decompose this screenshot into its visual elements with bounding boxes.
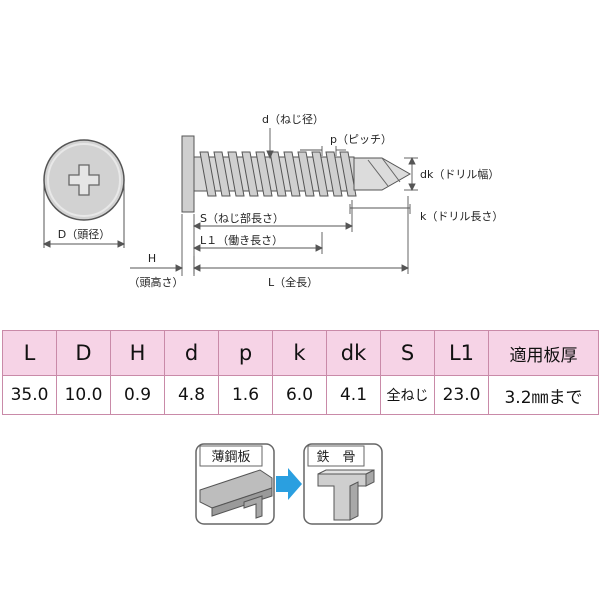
label-L: L（全長） [268, 275, 318, 289]
label-H-note: （頭高さ） [129, 275, 184, 289]
label-L1: L１（働き長さ） [200, 234, 283, 247]
value-cell: 10.0 [56, 375, 111, 415]
label-steel-frame: 鉄 骨 [316, 450, 355, 465]
label-D: D（頭径） [58, 228, 110, 241]
value-cell: 23.0 [434, 375, 489, 415]
value-cell: 全ねじ [380, 375, 435, 415]
header-cell: dk [326, 330, 381, 376]
dimension-D [42, 182, 126, 248]
spec-value-row: 35.0 10.0 0.9 4.8 1.6 6.0 4.1 全ねじ 23.0 3… [2, 375, 599, 415]
value-cell: 35.0 [2, 375, 57, 415]
value-cell: 4.1 [326, 375, 381, 415]
label-p: p（ピッチ） [330, 133, 392, 146]
screw-head-top-view [43, 139, 125, 221]
label-d: d（ねじ径） [262, 113, 324, 126]
value-cell: 3.2㎜まで [488, 375, 599, 415]
label-dk: dk（ドリル幅） [420, 168, 499, 181]
value-cell: 6.0 [272, 375, 327, 415]
screw-diagram: D（頭径） [42, 113, 503, 289]
value-cell: 0.9 [110, 375, 165, 415]
header-cell: L [2, 330, 57, 376]
steel-frame-panel: 鉄 骨 [303, 443, 383, 525]
thin-steel-plate-panel: 薄鋼板 [195, 443, 275, 525]
screw-side-view [181, 135, 412, 213]
label-S: S（ねじ部長さ） [200, 211, 284, 225]
header-cell: d [164, 330, 219, 376]
label-H: H [148, 252, 156, 265]
header-cell: S [380, 330, 435, 376]
label-thin-steel-plate: 薄鋼板 [211, 450, 250, 465]
dimension-lines [130, 128, 418, 276]
spec-table: L D H d p k dk S L1 適用板厚 35.0 10.0 0.9 4… [2, 330, 599, 415]
header-cell: D [56, 330, 111, 376]
label-k: k（ドリル長さ） [420, 210, 503, 223]
header-cell: p [218, 330, 273, 376]
phillips-cross-icon [68, 164, 100, 196]
header-cell: L1 [434, 330, 489, 376]
spec-header-row: L D H d p k dk S L1 適用板厚 [2, 330, 599, 376]
header-cell: k [272, 330, 327, 376]
application-diagram: 薄鋼板 鉄 骨 [195, 443, 383, 525]
arrow-right-icon [276, 468, 302, 500]
value-cell: 4.8 [164, 375, 219, 415]
value-cell: 1.6 [218, 375, 273, 415]
header-cell: H [110, 330, 165, 376]
header-cell: 適用板厚 [488, 330, 599, 376]
